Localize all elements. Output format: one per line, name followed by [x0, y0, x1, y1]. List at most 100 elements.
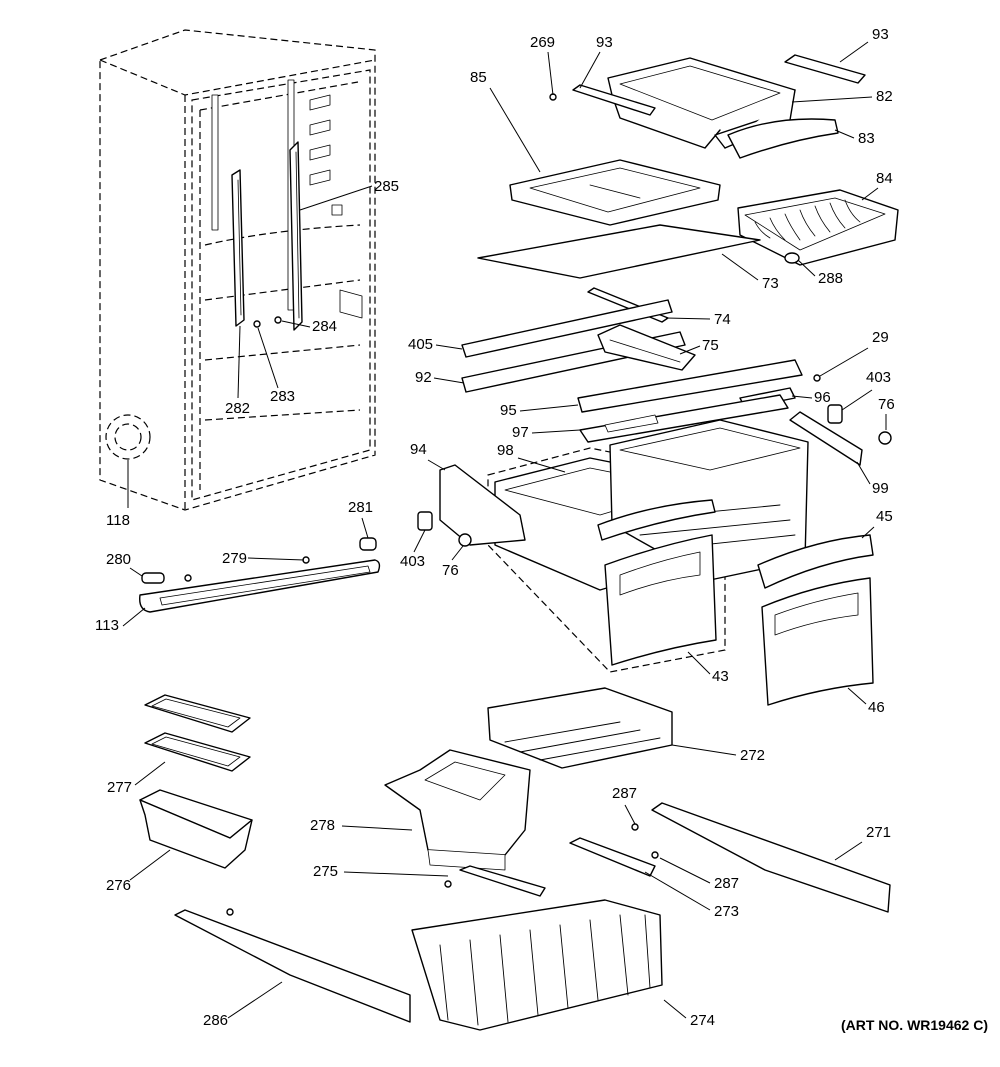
leader-line-287	[624, 804, 636, 825]
wire-basket-84	[737, 189, 899, 266]
part-callout-405: 405	[408, 336, 433, 353]
rail-285	[289, 141, 303, 331]
part-callout-284: 284	[312, 318, 337, 335]
part-callout-288: 288	[818, 270, 843, 287]
part-callout-73: 73	[762, 275, 779, 292]
leader-line-83	[834, 129, 855, 139]
front-cover-45-right	[757, 534, 874, 589]
part-callout-273: 273	[714, 903, 739, 920]
leader-line-73	[721, 253, 759, 281]
leader-line-405	[435, 344, 463, 350]
leader-line-113	[122, 607, 146, 627]
part-callout-113: 113	[95, 617, 119, 634]
leader-line-286	[227, 981, 283, 1019]
screw-29	[813, 374, 821, 382]
leader-line-281	[361, 517, 369, 539]
screw-286	[226, 908, 234, 916]
part-callout-98: 98	[497, 442, 514, 459]
part-callout-76: 76	[878, 396, 895, 413]
leader-line-273	[644, 871, 711, 911]
screw-283	[253, 320, 261, 328]
screw-284	[274, 316, 282, 324]
part-callout-75: 75	[702, 337, 719, 354]
leader-line-288	[797, 259, 816, 277]
part-callout-279: 279	[222, 550, 247, 567]
part-callout-93: 93	[872, 26, 889, 43]
cover-95	[577, 359, 803, 413]
leader-line-97	[531, 429, 581, 434]
part-callout-76: 76	[442, 562, 459, 579]
part-callout-274: 274	[690, 1012, 715, 1029]
stop-403b	[417, 511, 433, 531]
part-callout-403: 403	[400, 553, 425, 570]
part-callout-269: 269	[530, 34, 555, 51]
part-callout-96: 96	[814, 389, 831, 406]
bracket-94	[439, 464, 526, 546]
leader-line-284	[281, 320, 311, 328]
part-callout-403: 403	[866, 369, 891, 386]
glass-panel-73	[477, 224, 761, 279]
leader-line-285	[299, 185, 373, 211]
screw-287b	[651, 851, 659, 859]
slide-286	[174, 909, 411, 1023]
wire-basket-272	[487, 687, 673, 769]
leader-line-98	[517, 457, 566, 473]
part-callout-277: 277	[107, 779, 132, 796]
clip-288	[784, 252, 800, 264]
part-callout-118: 118	[106, 512, 130, 529]
part-callout-287: 287	[714, 875, 739, 892]
wire-basket-274	[411, 899, 663, 1031]
part-callout-99: 99	[872, 480, 889, 497]
part-callout-286: 286	[203, 1012, 228, 1029]
screw-287a	[631, 823, 639, 831]
part-callout-276: 276	[106, 877, 131, 894]
leader-line-276	[129, 849, 171, 881]
leader-line-272	[671, 744, 737, 756]
leader-line-403	[841, 389, 873, 411]
leader-line-93	[579, 51, 601, 89]
cap-281	[359, 537, 377, 551]
part-callout-46: 46	[868, 699, 885, 716]
drawer-front-43	[604, 534, 717, 666]
leader-line-46	[847, 687, 867, 705]
leader-line-99	[856, 461, 871, 485]
part-callout-94: 94	[410, 441, 427, 458]
slide-271	[651, 802, 891, 913]
leader-line-93	[839, 41, 869, 63]
grille-113	[139, 559, 381, 613]
ice-tray-277a	[144, 694, 251, 733]
part-callout-83: 83	[858, 130, 875, 147]
rail-405	[461, 299, 673, 358]
leader-line-45	[861, 526, 875, 539]
leader-line-275	[343, 871, 449, 877]
leader-line-279	[247, 557, 305, 561]
part-callout-29: 29	[872, 329, 889, 346]
leader-line-287	[659, 857, 711, 884]
art-number: (ART NO. WR19462 C)	[841, 1017, 988, 1033]
part-callout-285: 285	[374, 178, 399, 195]
part-callout-43: 43	[712, 668, 729, 685]
part-callout-271: 271	[866, 824, 891, 841]
ice-bucket-278	[384, 749, 531, 871]
stop-403a	[827, 404, 843, 424]
leader-line-280	[129, 567, 143, 577]
front-cover-45	[597, 499, 716, 541]
cover-83	[727, 118, 839, 159]
leader-line-43	[687, 651, 711, 675]
part-callout-283: 283	[270, 388, 295, 405]
drawer-front-46	[761, 577, 874, 706]
part-callout-287: 287	[612, 785, 637, 802]
part-callout-93: 93	[596, 34, 613, 51]
leader-line-271	[834, 841, 863, 861]
part-callout-85: 85	[470, 69, 487, 86]
leader-line-278	[341, 825, 413, 831]
leader-line-82	[791, 96, 873, 103]
roller-76b	[458, 533, 472, 547]
leader-line-277	[134, 761, 166, 786]
screw-279a	[184, 574, 192, 582]
rail-275	[459, 865, 546, 897]
slide-99	[789, 411, 863, 466]
rail-93a	[572, 84, 656, 116]
rail-93b	[784, 54, 866, 84]
